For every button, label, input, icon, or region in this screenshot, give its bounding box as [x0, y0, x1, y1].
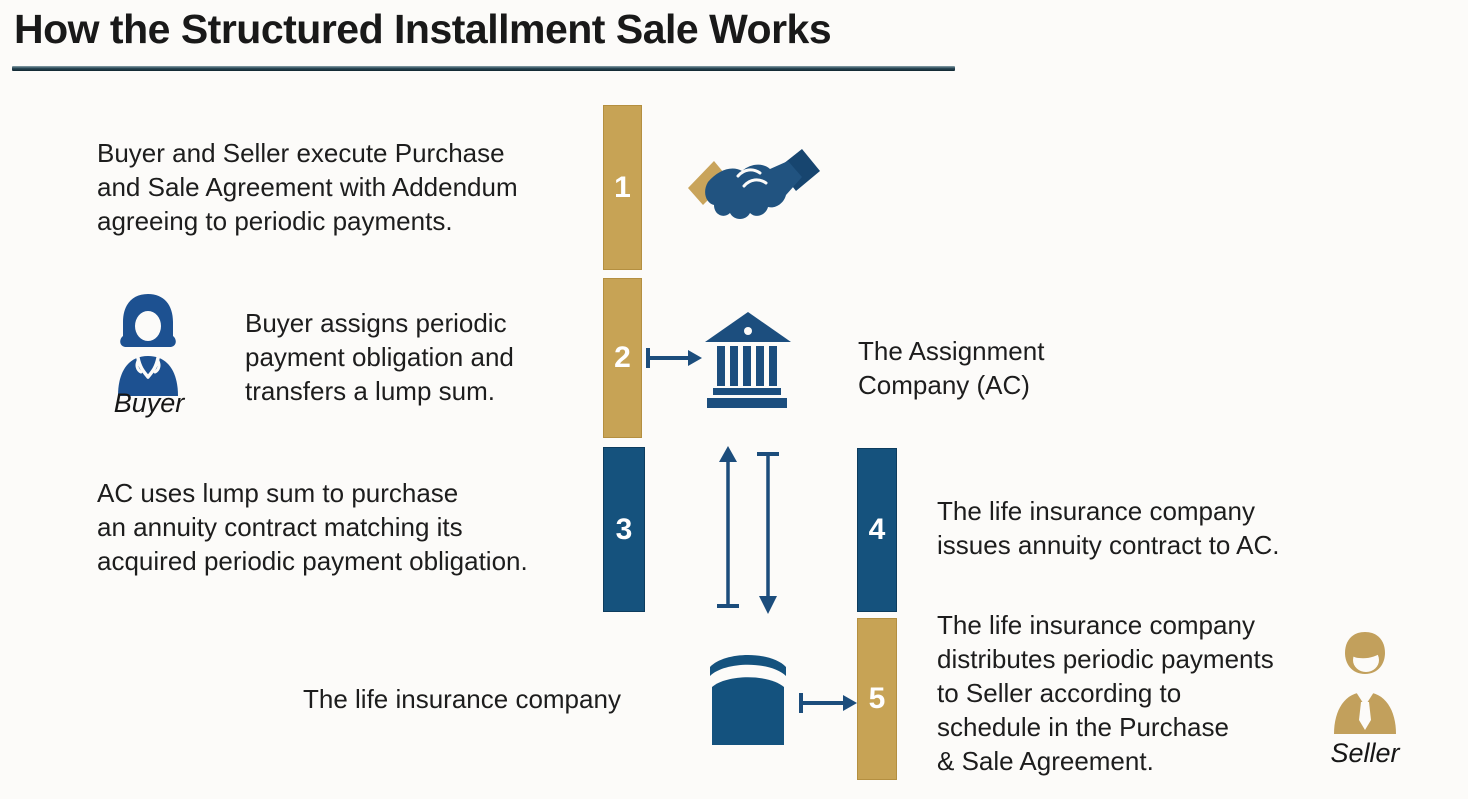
seller-person-icon — [1334, 632, 1396, 734]
arrow-down-icon — [757, 452, 779, 614]
handshake-icon — [688, 149, 820, 219]
buyer-person-icon — [118, 294, 178, 396]
step-2-bar: 2 — [603, 278, 642, 438]
step-5-description: The life insurance company distributes p… — [937, 610, 1274, 776]
step-5-bar: 5 — [857, 618, 897, 780]
seller-label: Seller — [1330, 738, 1400, 768]
step-3-number: 3 — [615, 512, 633, 546]
step-1-number: 1 — [614, 170, 631, 204]
page-title: How the Structured Installment Sale Work… — [14, 6, 832, 52]
step-1-description: Buyer and Seller execute Purchase and Sa… — [97, 138, 518, 236]
step-4-bar: 4 — [857, 448, 897, 612]
step-3-description: AC uses lump sum to purchase an annuity … — [97, 478, 528, 576]
bank-building-icon — [705, 312, 791, 408]
title-underline — [12, 66, 955, 71]
step-2-description: Buyer assigns periodic payment obligatio… — [245, 308, 514, 406]
arrow-right-icon — [646, 348, 702, 368]
step-1-bar: 1 — [603, 105, 642, 270]
step-5-number: 5 — [868, 682, 886, 715]
step-2-number: 2 — [614, 341, 631, 374]
arrow-right-icon — [799, 693, 857, 713]
insurance-ledger-icon — [710, 655, 786, 745]
life-insurance-company-label: The life insurance company — [303, 684, 621, 714]
step-3-bar: 3 — [603, 447, 645, 612]
buyer-label: Buyer — [113, 388, 185, 418]
assignment-company-label: The Assignment Company (AC) — [858, 336, 1045, 400]
step-4-description: The life insurance company issues annuit… — [937, 496, 1280, 560]
arrow-up-icon — [717, 446, 779, 614]
step-4-number: 4 — [868, 513, 886, 546]
